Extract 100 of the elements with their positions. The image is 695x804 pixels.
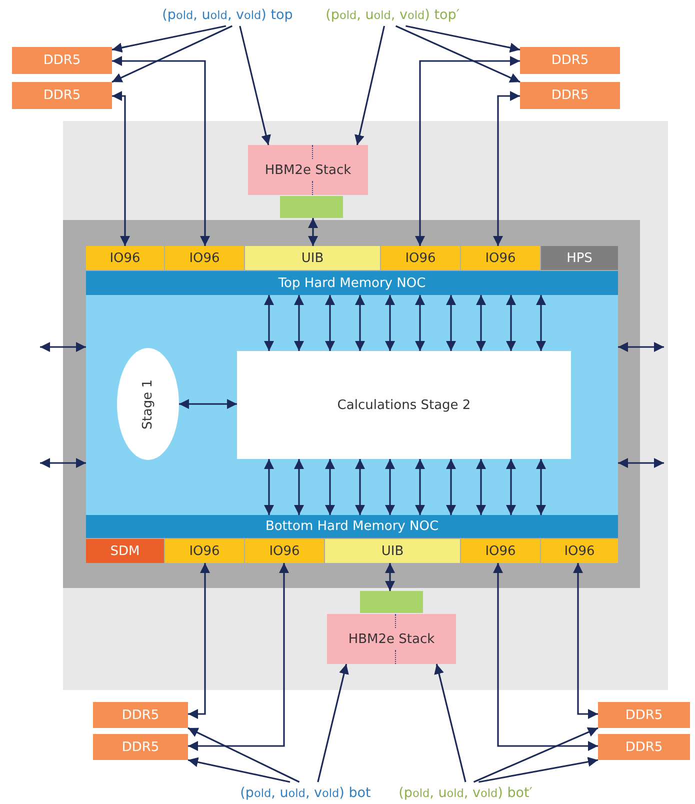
- block-label: IO96: [110, 250, 140, 266]
- arrow: [239, 26, 271, 146]
- io-block: [461, 539, 540, 563]
- bar-label: Bottom Hard Memory NOC: [265, 519, 439, 534]
- block-label: UIB: [381, 544, 404, 558]
- block-label: IO96: [189, 544, 220, 558]
- io-block: [541, 539, 618, 563]
- bidirectional-arrow: [308, 218, 318, 246]
- chip-label: DDR5: [122, 708, 160, 722]
- bidirectional-arrow: [264, 295, 274, 351]
- bidirectional-arrow: [188, 563, 289, 751]
- block-label: IO96: [269, 544, 300, 558]
- block-label: IO96: [405, 250, 436, 266]
- chip-label: DDR5: [625, 740, 663, 754]
- chip-label: DDR5: [43, 53, 81, 68]
- memory-noc-bar: [86, 515, 618, 538]
- memory-chip-box: [12, 82, 112, 109]
- io-block: [541, 246, 618, 270]
- io-block: [381, 246, 460, 270]
- bridge-box: [280, 196, 343, 218]
- bidirectional-arrow: [385, 295, 395, 351]
- block-label: IO96: [189, 250, 220, 266]
- bidirectional-arrow: [325, 459, 335, 515]
- bidirectional-arrow: [415, 459, 425, 515]
- memory-chip-box: [520, 47, 620, 74]
- bidirectional-arrow: [446, 459, 456, 515]
- stack-label: HBM2e Stack: [348, 632, 435, 646]
- arrow: [473, 727, 598, 783]
- arrow: [112, 25, 232, 83]
- io-block: [86, 246, 164, 270]
- stack-label: HBM2e Stack: [264, 162, 352, 178]
- bidirectional-arrow: [112, 91, 130, 246]
- bidirectional-arrow: [294, 295, 304, 351]
- bidirectional-arrow: [493, 91, 520, 246]
- bidirectional-arrow: [573, 563, 598, 719]
- arrow: [478, 756, 598, 783]
- chip-label: DDR5: [551, 88, 589, 103]
- arrow: [112, 25, 226, 53]
- io-block: [165, 539, 244, 563]
- memory-chip-box: [598, 702, 690, 728]
- bidirectional-arrow: [446, 295, 456, 351]
- memory-chip-box: [598, 734, 690, 760]
- bidirectional-arrow: [355, 459, 365, 515]
- bidirectional-arrow: [506, 459, 516, 515]
- bidirectional-arrow: [476, 459, 486, 515]
- block-label: HPS: [566, 250, 592, 266]
- bidirectional-arrow: [385, 563, 395, 591]
- chip-label: DDR5: [551, 53, 589, 68]
- arrow: [434, 664, 466, 782]
- io-arrow: [40, 342, 86, 352]
- bidirectional-arrow: [476, 295, 486, 351]
- bidirectional-arrow: [415, 295, 425, 351]
- io-block: [325, 539, 460, 563]
- memory-chip-box: [93, 734, 188, 760]
- memory-chip-box: [12, 47, 112, 74]
- arrow: [395, 25, 520, 83]
- block-label: IO96: [485, 250, 516, 266]
- io-arrow: [618, 342, 664, 352]
- io-block: [461, 246, 540, 270]
- box-label: Calculations Stage 2: [337, 398, 471, 412]
- block-label: IO96: [485, 544, 516, 558]
- bidirectional-arrow: [493, 563, 598, 751]
- arrow: [188, 727, 300, 783]
- calculation-box: [237, 351, 571, 459]
- block-label: IO96: [564, 544, 595, 558]
- bridge-box: [360, 591, 423, 613]
- block-label: SDM: [110, 544, 140, 558]
- arrow: [354, 26, 386, 146]
- arrow: [188, 757, 290, 783]
- bidirectional-arrow: [385, 459, 395, 515]
- bidirectional-arrow: [506, 295, 516, 351]
- fabric-region: [86, 295, 618, 515]
- io-block: [245, 246, 380, 270]
- bar-label: Top Hard Memory NOC: [278, 276, 426, 290]
- stage-label: Stage 1: [140, 379, 156, 429]
- bidirectional-arrow: [188, 563, 210, 719]
- block-label: UIB: [301, 250, 324, 266]
- bidirectional-arrow: [264, 459, 274, 515]
- memory-stack-box: [248, 145, 368, 195]
- io-arrow: [40, 458, 86, 468]
- io-block: [86, 539, 164, 563]
- chip-label: DDR5: [122, 740, 160, 754]
- bidirectional-arrow: [536, 459, 546, 515]
- io-block: [245, 539, 324, 563]
- arrow: [406, 25, 520, 53]
- arrow: [317, 664, 349, 782]
- memory-chip-box: [93, 702, 188, 728]
- bidirectional-arrow: [294, 459, 304, 515]
- chip-label: DDR5: [625, 708, 663, 722]
- chip-label: DDR5: [43, 88, 81, 103]
- bidirectional-arrow: [415, 56, 520, 246]
- io-arrow: [618, 458, 664, 468]
- bidirectional-arrow: [179, 399, 237, 409]
- io-block: [165, 246, 244, 270]
- memory-chip-box: [520, 82, 620, 109]
- bidirectional-arrow: [325, 295, 335, 351]
- memory-noc-bar: [86, 271, 618, 295]
- bidirectional-arrow: [355, 295, 365, 351]
- bidirectional-arrow: [536, 295, 546, 351]
- bidirectional-arrow: [112, 56, 210, 246]
